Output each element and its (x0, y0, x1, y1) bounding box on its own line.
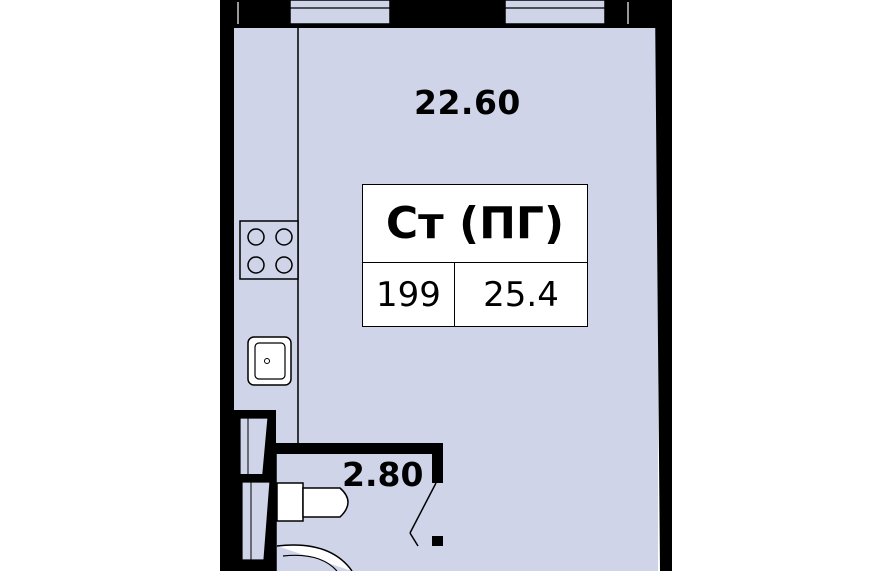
bathroom-wall-top (275, 443, 443, 454)
apartment-info-card: Ст (ПГ) 199 25.4 (362, 184, 588, 327)
apartment-number: 199 (363, 263, 455, 326)
apartment-type: Ст (ПГ) (363, 185, 587, 263)
main-room-area-label: 22.60 (414, 83, 521, 122)
bathroom-area-label: 2.80 (342, 455, 424, 494)
total-area: 25.4 (483, 274, 559, 315)
apartment-info-row: 199 25.4 (363, 263, 587, 326)
bathroom-door (409, 482, 437, 534)
window-right (504, 0, 606, 25)
toilet-bowl (302, 487, 349, 518)
toilet-tank (276, 482, 304, 522)
right-wall (655, 0, 672, 571)
window-left (289, 0, 391, 25)
left-wall (220, 0, 234, 571)
bathroom-wall-right (432, 443, 443, 483)
